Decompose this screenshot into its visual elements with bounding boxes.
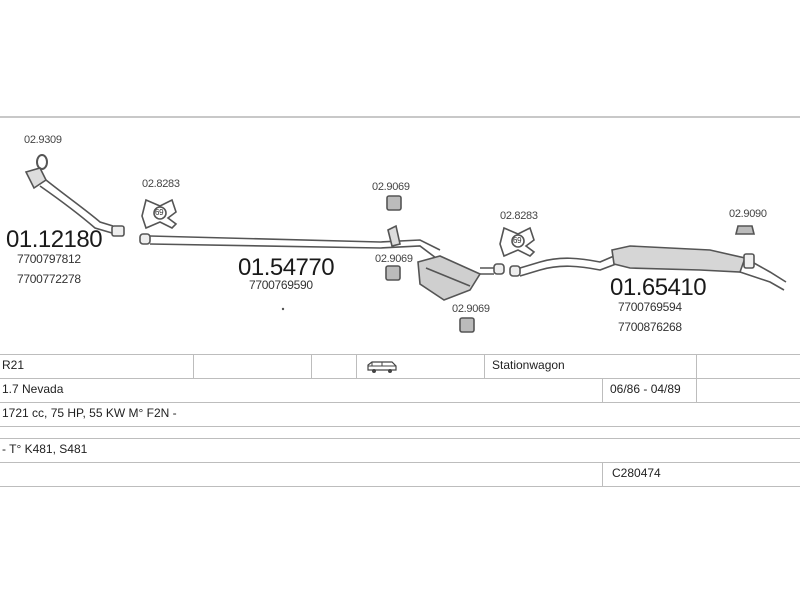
clamp-front-label: 02.9309 — [24, 134, 62, 146]
column-divider — [193, 355, 194, 379]
table-bottom-border — [0, 486, 800, 488]
rear-silencer-oem-1: 7700769594 — [618, 300, 682, 314]
body-type-cell: Stationwagon — [492, 358, 565, 372]
model-cell: R21 — [2, 358, 25, 372]
rubber-rear-label: 02.9090 — [729, 208, 767, 220]
table-row-engine: 1721 cc, 75 HP, 55 KW M° F2N - — [0, 402, 800, 427]
bracket-right-icon — [499, 226, 536, 258]
column-divider — [602, 463, 603, 487]
table-row-code: C280474 — [0, 462, 800, 487]
mid-pipe — [139, 224, 441, 259]
table-row-variant: 1.7 Nevada 06/86 - 04/89 — [0, 378, 800, 403]
rear-pipe — [509, 255, 617, 277]
station-wagon-icon — [367, 361, 397, 373]
rubber-rear-icon — [734, 225, 756, 235]
column-divider — [696, 379, 697, 403]
bracket-left-number: 69 — [155, 208, 164, 217]
table-row-empty — [0, 426, 800, 439]
engine-cell: 1721 cc, 75 HP, 55 KW M° F2N - — [2, 406, 177, 420]
column-divider — [356, 355, 357, 379]
clamp-ring-icon — [36, 154, 48, 170]
hanger-bottom-icon — [459, 317, 475, 333]
front-pipe — [24, 167, 125, 237]
hanger-top-label: 02.9069 — [372, 181, 410, 193]
catalogue-code-cell: C280474 — [612, 466, 661, 480]
variant-cell: 1.7 Nevada — [2, 382, 64, 396]
marker-dot — [281, 307, 285, 311]
bracket-right-number: 69 — [513, 236, 522, 245]
mid-pipe-number: 01.54770 — [238, 254, 335, 281]
rear-silencer — [611, 245, 787, 291]
bracket-left-icon — [141, 198, 178, 230]
column-divider — [696, 355, 697, 379]
hanger-top-icon — [386, 195, 402, 211]
rear-silencer-oem-2: 7700876268 — [618, 320, 682, 334]
rear-silencer-number: 01.65410 — [610, 274, 707, 301]
bracket-left-label: 02.8283 — [142, 178, 180, 190]
notes-cell: - T° K481, S481 — [2, 442, 88, 456]
table-row-model: R21 Stationwagon — [0, 354, 800, 379]
front-pipe-number: 01.12180 — [6, 226, 103, 253]
bracket-right-label: 02.8283 — [500, 210, 538, 222]
mid-pipe-oem: 7700769590 — [249, 278, 313, 292]
hanger-mid-icon — [385, 265, 401, 281]
middle-silencer — [417, 255, 505, 301]
column-divider — [484, 355, 485, 379]
table-row-notes: - T° K481, S481 — [0, 438, 800, 463]
hanger-bottom-label: 02.9069 — [452, 303, 490, 315]
column-divider — [311, 355, 312, 379]
date-range-cell: 06/86 - 04/89 — [610, 382, 681, 396]
front-pipe-oem-2: 7700772278 — [17, 272, 81, 286]
hanger-mid-label: 02.9069 — [375, 253, 413, 265]
column-divider — [602, 379, 603, 403]
front-pipe-oem-1: 7700797812 — [17, 252, 81, 266]
